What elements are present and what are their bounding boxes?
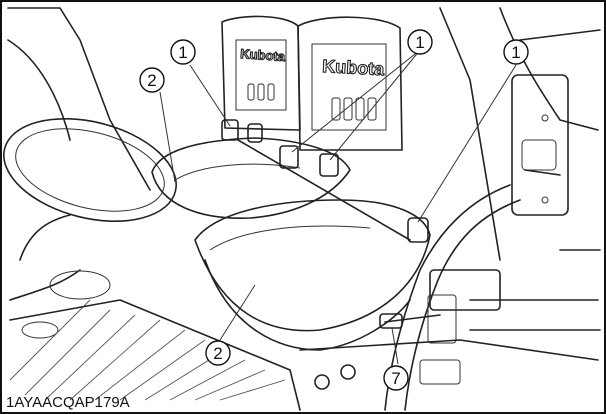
callout-2-upper: 2 <box>139 67 165 93</box>
svg-text:1: 1 <box>178 43 187 62</box>
callout-1-center: 1 <box>407 29 433 55</box>
floor-mat <box>9 299 301 411</box>
svg-text:2: 2 <box>213 344 222 363</box>
callout-2-lower: 2 <box>205 340 231 366</box>
callout-1-right: 1 <box>503 39 529 65</box>
cab-structure <box>7 7 601 331</box>
leader-lines <box>159 49 517 365</box>
brand-logo-left: Kubota <box>240 46 286 64</box>
callout-1-left: 1 <box>170 39 196 65</box>
brand-logo-right: Kubota <box>322 56 386 79</box>
side-panel <box>511 74 569 216</box>
seat-belt-buckles <box>221 119 429 243</box>
steering-wheel <box>3 117 177 339</box>
svg-text:1: 1 <box>415 33 424 52</box>
svg-text:1: 1 <box>511 43 520 62</box>
console <box>299 269 599 390</box>
figure-id-label: 1AYAACQAP179A <box>6 394 130 411</box>
callout-7: 7 <box>383 365 409 391</box>
seat-back-right: Kubota <box>297 16 403 151</box>
svg-text:2: 2 <box>147 71 156 90</box>
svg-text:7: 7 <box>391 369 400 388</box>
